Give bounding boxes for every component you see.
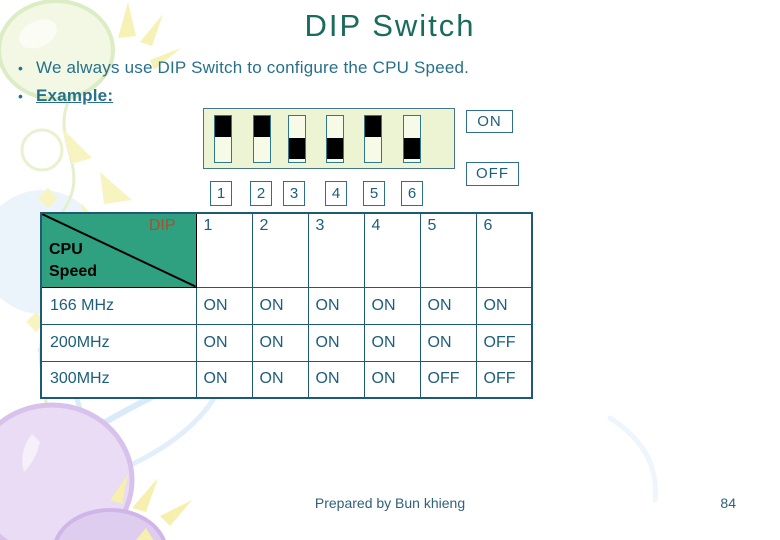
dip-switch-1 [214, 115, 232, 163]
column-header-4: 4 [363, 212, 421, 288]
column-header-1: 1 [195, 212, 253, 288]
switch-state-cell: ON [251, 360, 309, 399]
column-header-5: 5 [419, 212, 477, 288]
switch-state-cell: ON [195, 360, 253, 399]
switch-state-cell: ON [419, 323, 477, 362]
switch-state-cell: ON [363, 360, 421, 399]
dip-switch-5 [364, 115, 382, 163]
corner-dip-label: DIP [148, 217, 176, 234]
column-header-6: 6 [475, 212, 533, 288]
dip-switch-3 [288, 115, 306, 163]
switch-state-cell: ON [307, 323, 365, 362]
switch-number-label: 2 [250, 181, 272, 206]
dip-switch-panel [203, 108, 455, 169]
off-state-label: OFF [466, 162, 519, 186]
switch-state-cell: ON [307, 360, 365, 399]
switch-actuator [254, 116, 270, 137]
switch-state-cell: OFF [475, 323, 533, 362]
diagonal-divider [42, 214, 196, 287]
switch-state-cell: ON [307, 286, 365, 325]
dip-switch-2 [253, 115, 271, 163]
switch-state-cell: ON [251, 323, 309, 362]
slide-title: DIP Switch [304, 8, 476, 43]
switch-state-cell: ON [195, 286, 253, 325]
switch-number-label: 5 [363, 181, 385, 206]
column-header-2: 2 [251, 212, 309, 288]
bullet-item: • We always use DIP Switch to configure … [18, 58, 738, 79]
row-label: 200MHz [40, 323, 197, 362]
switch-number-label: 3 [283, 181, 305, 206]
switch-state-cell: ON [195, 323, 253, 362]
bullet-marker-icon: • [18, 60, 24, 76]
switch-actuator [215, 116, 231, 137]
switch-state-cell: ON [475, 286, 533, 325]
switch-state-cell: OFF [475, 360, 533, 399]
switch-number-label: 1 [210, 181, 232, 206]
corner-speed-label: Speed [49, 263, 98, 280]
bullet-text: We always use DIP Switch to configure th… [36, 58, 470, 77]
switch-state-cell: ON [251, 286, 309, 325]
corner-cpu-label: CPU [49, 241, 83, 258]
switch-number-label: 6 [401, 181, 423, 206]
switch-actuator [327, 138, 343, 159]
bullet-marker-icon: • [18, 88, 24, 104]
switch-state-cell: ON [419, 286, 477, 325]
footer-prepared-by: Prepared by Bun khieng [314, 495, 466, 511]
dip-switch-4 [326, 115, 344, 163]
column-header-3: 3 [307, 212, 365, 288]
switch-state-cell: ON [363, 323, 421, 362]
row-label: 166 MHz [40, 286, 197, 325]
switch-actuator [365, 116, 381, 137]
dip-switch-6 [403, 115, 421, 163]
on-state-label: ON [466, 110, 513, 133]
switch-state-cell: OFF [419, 360, 477, 399]
switch-actuator [404, 138, 420, 159]
page-number: 84 [720, 495, 736, 511]
bullet-text: Example: [36, 86, 114, 105]
switch-actuator [289, 138, 305, 159]
table-corner-cell: DIP CPU Speed [40, 212, 197, 288]
switch-number-label: 4 [325, 181, 347, 206]
switch-state-cell: ON [363, 286, 421, 325]
bullet-list: • We always use DIP Switch to configure … [18, 58, 738, 114]
bullet-item: • Example: [18, 86, 738, 107]
row-label: 300MHz [40, 360, 197, 399]
